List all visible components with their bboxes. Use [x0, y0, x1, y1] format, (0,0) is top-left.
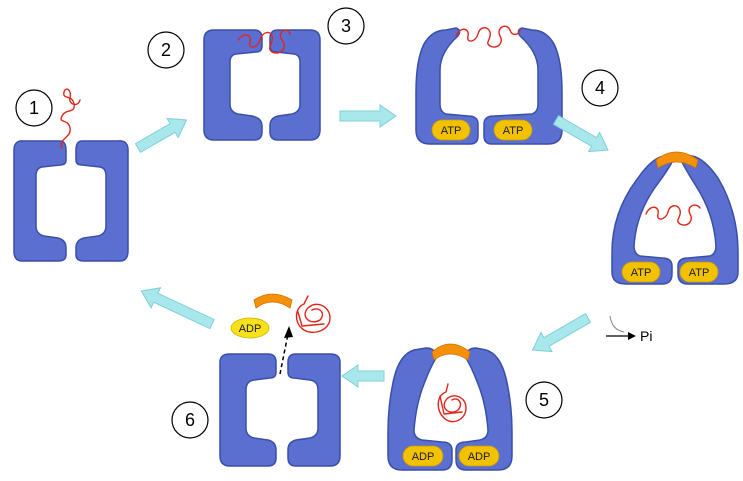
svg-text:5: 5: [539, 390, 549, 410]
released-lid-cap: [253, 293, 293, 309]
unfolded-peptide: [60, 88, 81, 149]
atp-label-right: ATP: [689, 267, 710, 279]
svg-text:2: 2: [161, 40, 171, 60]
chaperone-right-half: [677, 154, 739, 285]
adp-pill-right: [458, 445, 500, 467]
chaperone-left-half: [219, 353, 277, 467]
stage-2-complex: [203, 29, 321, 141]
flow-arrow-5-to-6: [341, 364, 385, 388]
release-arrow-head: [284, 326, 293, 338]
phosphate-arrow-curve: [609, 315, 625, 333]
chaperone-right-half: [483, 27, 563, 145]
chaperone-left-half: [415, 27, 479, 145]
chaperone-left-half: [611, 154, 673, 285]
atp-label-left: ATP: [441, 125, 462, 137]
stage-3-complex: ATP ATP: [415, 25, 563, 145]
chaperone-right-half: [269, 29, 321, 141]
atp-label-left: ATP: [631, 267, 652, 279]
svg-text:1: 1: [29, 98, 39, 118]
stage-5-complex: ADP ADP: [387, 343, 513, 471]
chaperone-right-half: [75, 140, 129, 262]
atp-pill-left: [431, 119, 471, 141]
flow-arrow-1-to-2: [134, 117, 188, 154]
chaperone-left-half: [387, 347, 453, 471]
phosphate-release: Pi: [606, 315, 652, 344]
chaperone-left-half: [203, 29, 263, 141]
bound-peptide: [455, 25, 521, 48]
stage-6-complex: ADP: [219, 293, 341, 467]
lid-cap: [655, 151, 699, 169]
released-adp-pill: [230, 317, 270, 339]
stage-1-complex: [13, 88, 129, 262]
folded-peptide: [295, 295, 331, 334]
release-arrow-shaft: [279, 333, 289, 375]
svg-text:6: 6: [185, 410, 195, 430]
atp-pill-right: [493, 119, 533, 141]
svg-text:4: 4: [595, 78, 605, 98]
adp-pill-left: [402, 445, 444, 467]
step-marker-3: 3: [327, 7, 365, 45]
step-marker-1: 1: [15, 89, 53, 127]
phosphate-label: Pi: [640, 328, 652, 344]
svg-text:3: 3: [341, 16, 351, 36]
chaperone-left-half: [13, 140, 67, 262]
folding-peptide: [437, 383, 467, 423]
flow-arrow-6-to-1: [140, 287, 215, 330]
flow-arrow-4-to-5: [531, 312, 592, 353]
atp-label-right: ATP: [503, 125, 524, 137]
lid-cap: [431, 343, 471, 361]
atp-pill-right: [679, 261, 719, 283]
step-marker-4: 4: [581, 69, 619, 107]
phosphate-arrow-head: [628, 332, 636, 340]
stage-4-complex: ATP ATP: [611, 151, 739, 285]
step-marker-5: 5: [525, 381, 563, 419]
step-marker-6: 6: [171, 401, 209, 439]
adp-label-right: ADP: [468, 451, 491, 463]
adp-label-left: ADP: [412, 451, 435, 463]
released-adp-label: ADP: [239, 323, 262, 335]
chaperone-right-half: [287, 353, 341, 467]
encapsulated-peptide: [645, 204, 701, 226]
step-marker-2: 2: [147, 31, 185, 69]
atp-pill-left: [621, 261, 661, 283]
bound-peptide: [237, 29, 291, 54]
chaperone-right-half: [455, 347, 513, 471]
flow-arrow-2-to-3: [339, 104, 397, 128]
flow-arrow-3-to-4: [552, 114, 609, 153]
